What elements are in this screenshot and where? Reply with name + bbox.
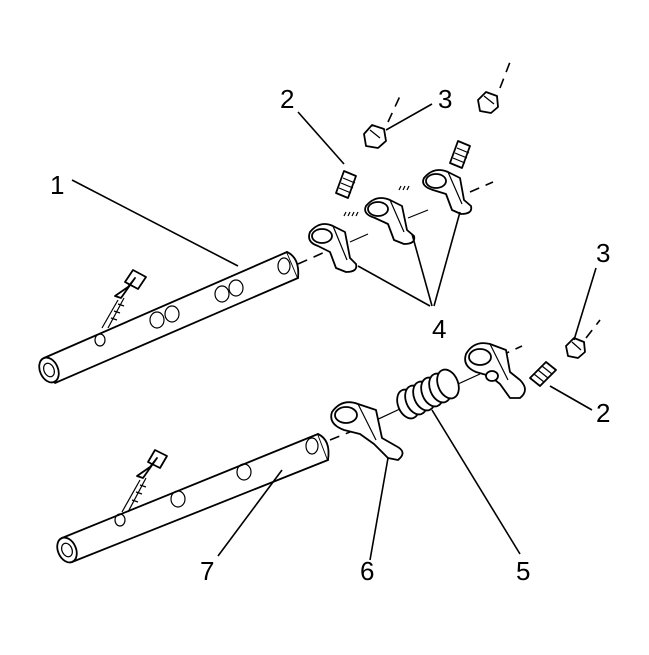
callout-2-upper: 2 xyxy=(280,84,294,114)
upper-rocker-arm-3 xyxy=(422,169,473,215)
upper-adjuster-screw-2 xyxy=(449,140,471,169)
callout-5: 5 xyxy=(516,556,530,586)
callout-4: 4 xyxy=(432,314,446,344)
upper-spacer-springs xyxy=(343,185,410,217)
callout-3-lower: 3 xyxy=(596,238,610,268)
upper-lock-nut-1 xyxy=(363,124,387,149)
upper-rocker-shaft xyxy=(38,251,300,384)
upper-shaft-bolt xyxy=(101,269,147,329)
lower-right-rocker-arm xyxy=(464,342,526,399)
lower-rocker-shaft xyxy=(56,433,330,564)
callout-3-upper: 3 xyxy=(438,84,452,114)
rocker-shaft-spring xyxy=(396,368,460,420)
upper-lock-nut-2 xyxy=(477,91,499,114)
callout-6: 6 xyxy=(360,556,374,586)
callout-1: 1 xyxy=(50,170,64,200)
lower-shaft-bolt xyxy=(121,449,168,513)
callout-2-lower: 2 xyxy=(596,398,610,428)
leader-lines xyxy=(71,103,597,561)
lower-rocker-arm xyxy=(330,401,404,461)
upper-rocker-arm-2 xyxy=(364,197,416,245)
upper-adjuster-screw-1 xyxy=(335,170,357,199)
upper-rocker-arm-1 xyxy=(308,223,358,273)
lower-adjuster-screw xyxy=(529,361,557,387)
lower-lock-nut xyxy=(565,337,586,359)
callout-7: 7 xyxy=(200,556,214,586)
